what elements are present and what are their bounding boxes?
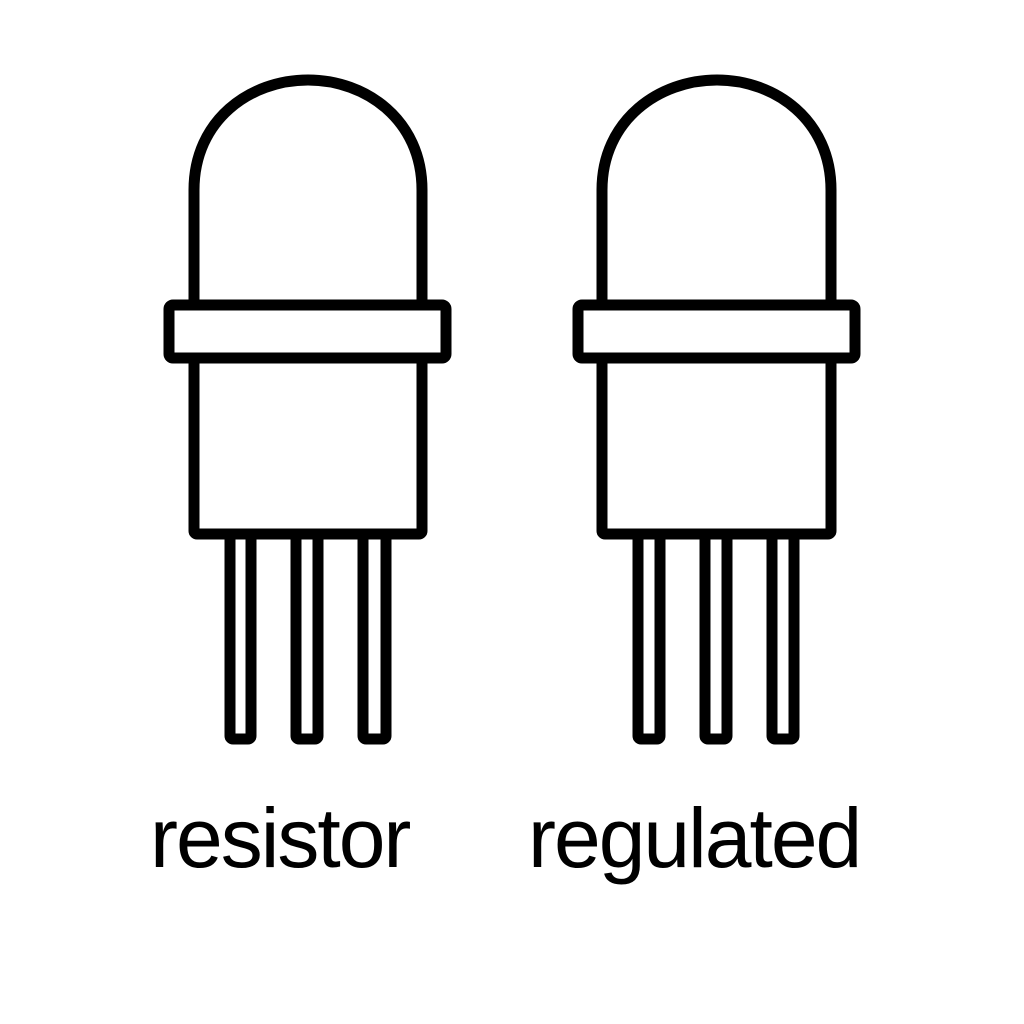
led-leg-3 — [357, 524, 392, 745]
led-leg-3 — [766, 524, 800, 745]
led-dome — [188, 74, 428, 310]
label-resistor: resistor — [150, 791, 411, 885]
led-body — [188, 334, 428, 540]
led-flange — [163, 299, 452, 364]
led-flange — [572, 299, 861, 364]
led-dome — [596, 74, 837, 310]
led-icon — [572, 74, 861, 745]
label-regulated: regulated — [528, 791, 862, 885]
led-leg-2 — [699, 524, 733, 745]
led-body — [596, 334, 837, 540]
led-regulated — [409, 0, 921, 780]
led-leg-1 — [224, 524, 257, 745]
led-leg-1 — [632, 524, 666, 745]
led-leg-2 — [290, 524, 324, 745]
led-resistor — [0, 0, 512, 780]
led-icon — [163, 74, 452, 745]
